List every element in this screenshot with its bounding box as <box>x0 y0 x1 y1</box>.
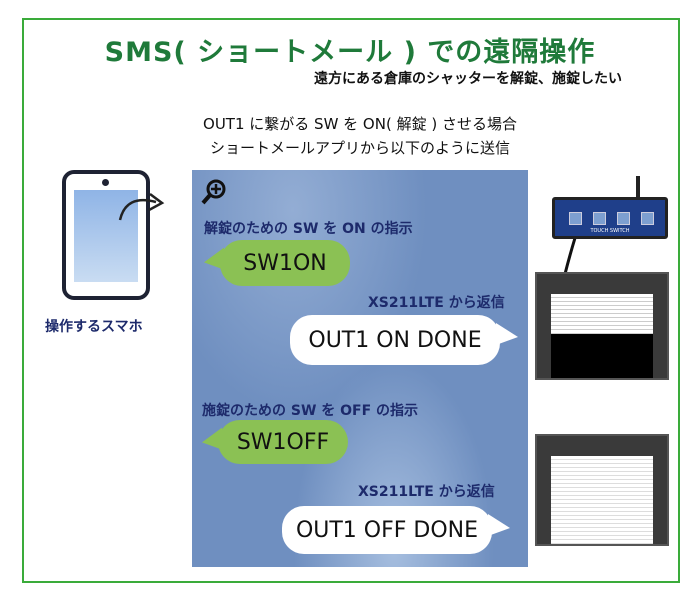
subtitle: 遠方にある倉庫のシャッターを解錠、施錠したい <box>314 71 622 87</box>
arrow-icon <box>118 193 165 221</box>
device-label: TOUCH SWITCH <box>590 228 630 234</box>
sent-message-1: SW1ON <box>204 240 350 286</box>
caption-reply-2: XS211LTE から返信 <box>358 484 495 500</box>
antenna <box>636 176 640 200</box>
shutter-closed <box>535 434 669 546</box>
message-text: OUT1 OFF DONE <box>295 517 479 543</box>
smartphone-icon <box>62 170 150 300</box>
message-text: SW1OFF <box>236 429 330 455</box>
touch-switch-device: TOUCH SWITCH <box>552 197 668 239</box>
shutter-open <box>535 272 669 380</box>
caption-unlock: 解錠のための SW を ON の指示 <box>204 221 413 237</box>
intro-line-2: ショートメールアプリから以下のように送信 <box>209 139 510 157</box>
cable <box>563 237 577 275</box>
intro: OUT1 に繋がる SW を ON( 解錠 ) させる場合 ショートメールアプリ… <box>150 112 570 160</box>
message-text: OUT1 ON DONE <box>308 327 482 353</box>
phone-label: 操作するスマホ <box>45 319 143 335</box>
page-title: SMS( ショートメール ) での遠隔操作 <box>104 37 596 68</box>
caption-reply-1: XS211LTE から返信 <box>368 295 505 311</box>
reply-message-2: OUT1 OFF DONE <box>282 505 510 554</box>
frame <box>22 18 680 583</box>
sent-message-2: SW1OFF <box>202 420 348 464</box>
intro-line-1: OUT1 に繋がる SW を ON( 解錠 ) させる場合 <box>203 115 517 133</box>
chat-panel: 解錠のための SW を ON の指示 SW1ON XS211LTE から返信 O… <box>192 170 528 567</box>
caption-lock: 施錠のための SW を OFF の指示 <box>202 403 419 419</box>
reply-message-1: OUT1 ON DONE <box>290 314 518 365</box>
zoom-in-icon[interactable] <box>200 178 228 206</box>
message-text: SW1ON <box>243 250 327 276</box>
